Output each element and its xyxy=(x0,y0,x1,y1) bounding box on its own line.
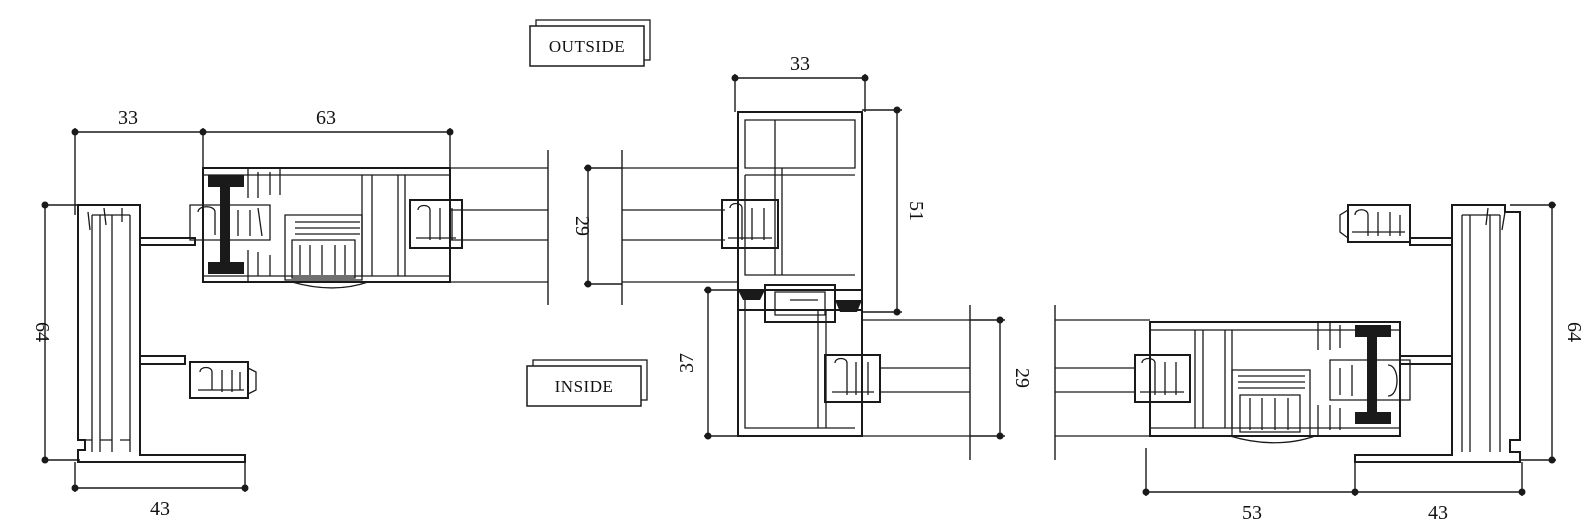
dim-right-bottom-53: 53 xyxy=(1242,502,1262,524)
dim-left-height-64: 64 xyxy=(31,322,53,342)
center-lower-sash-profile xyxy=(737,284,881,437)
dim-center-height-37: 37 xyxy=(676,353,698,373)
dimension-lines xyxy=(41,74,1556,496)
dim-center-top-33: 33 xyxy=(790,53,810,75)
left-sliding-sash-profile xyxy=(189,167,463,289)
outside-label-box: OUTSIDE xyxy=(529,19,651,67)
center-glass-break xyxy=(621,150,738,305)
dim-center-height-51: 51 xyxy=(905,201,927,221)
outside-label: OUTSIDE xyxy=(549,37,625,56)
dim-left-bottom-43: 43 xyxy=(150,498,170,520)
inside-label: INSIDE xyxy=(555,377,614,396)
left-lower-gasket xyxy=(189,361,257,399)
dim-left-top-63: 63 xyxy=(316,107,336,129)
left-outer-frame-profile xyxy=(77,204,246,463)
right-outer-frame-profile xyxy=(1354,204,1521,463)
dim-left-top-33: 33 xyxy=(118,107,138,129)
left-glass-pane xyxy=(450,150,549,305)
center-lower-glass-pane xyxy=(862,305,1150,460)
dim-center-glass-29-upper: 29 xyxy=(571,216,593,236)
right-upper-gasket xyxy=(1339,204,1411,243)
right-sliding-sash-profile xyxy=(1134,321,1411,444)
dim-right-height-64: 64 xyxy=(1563,322,1585,342)
dim-right-bottom-43: 43 xyxy=(1428,502,1448,524)
center-upper-sash-profile xyxy=(721,111,863,311)
dim-center-glass-29-lower: 29 xyxy=(1011,368,1033,388)
inside-label-box: INSIDE xyxy=(526,359,648,407)
